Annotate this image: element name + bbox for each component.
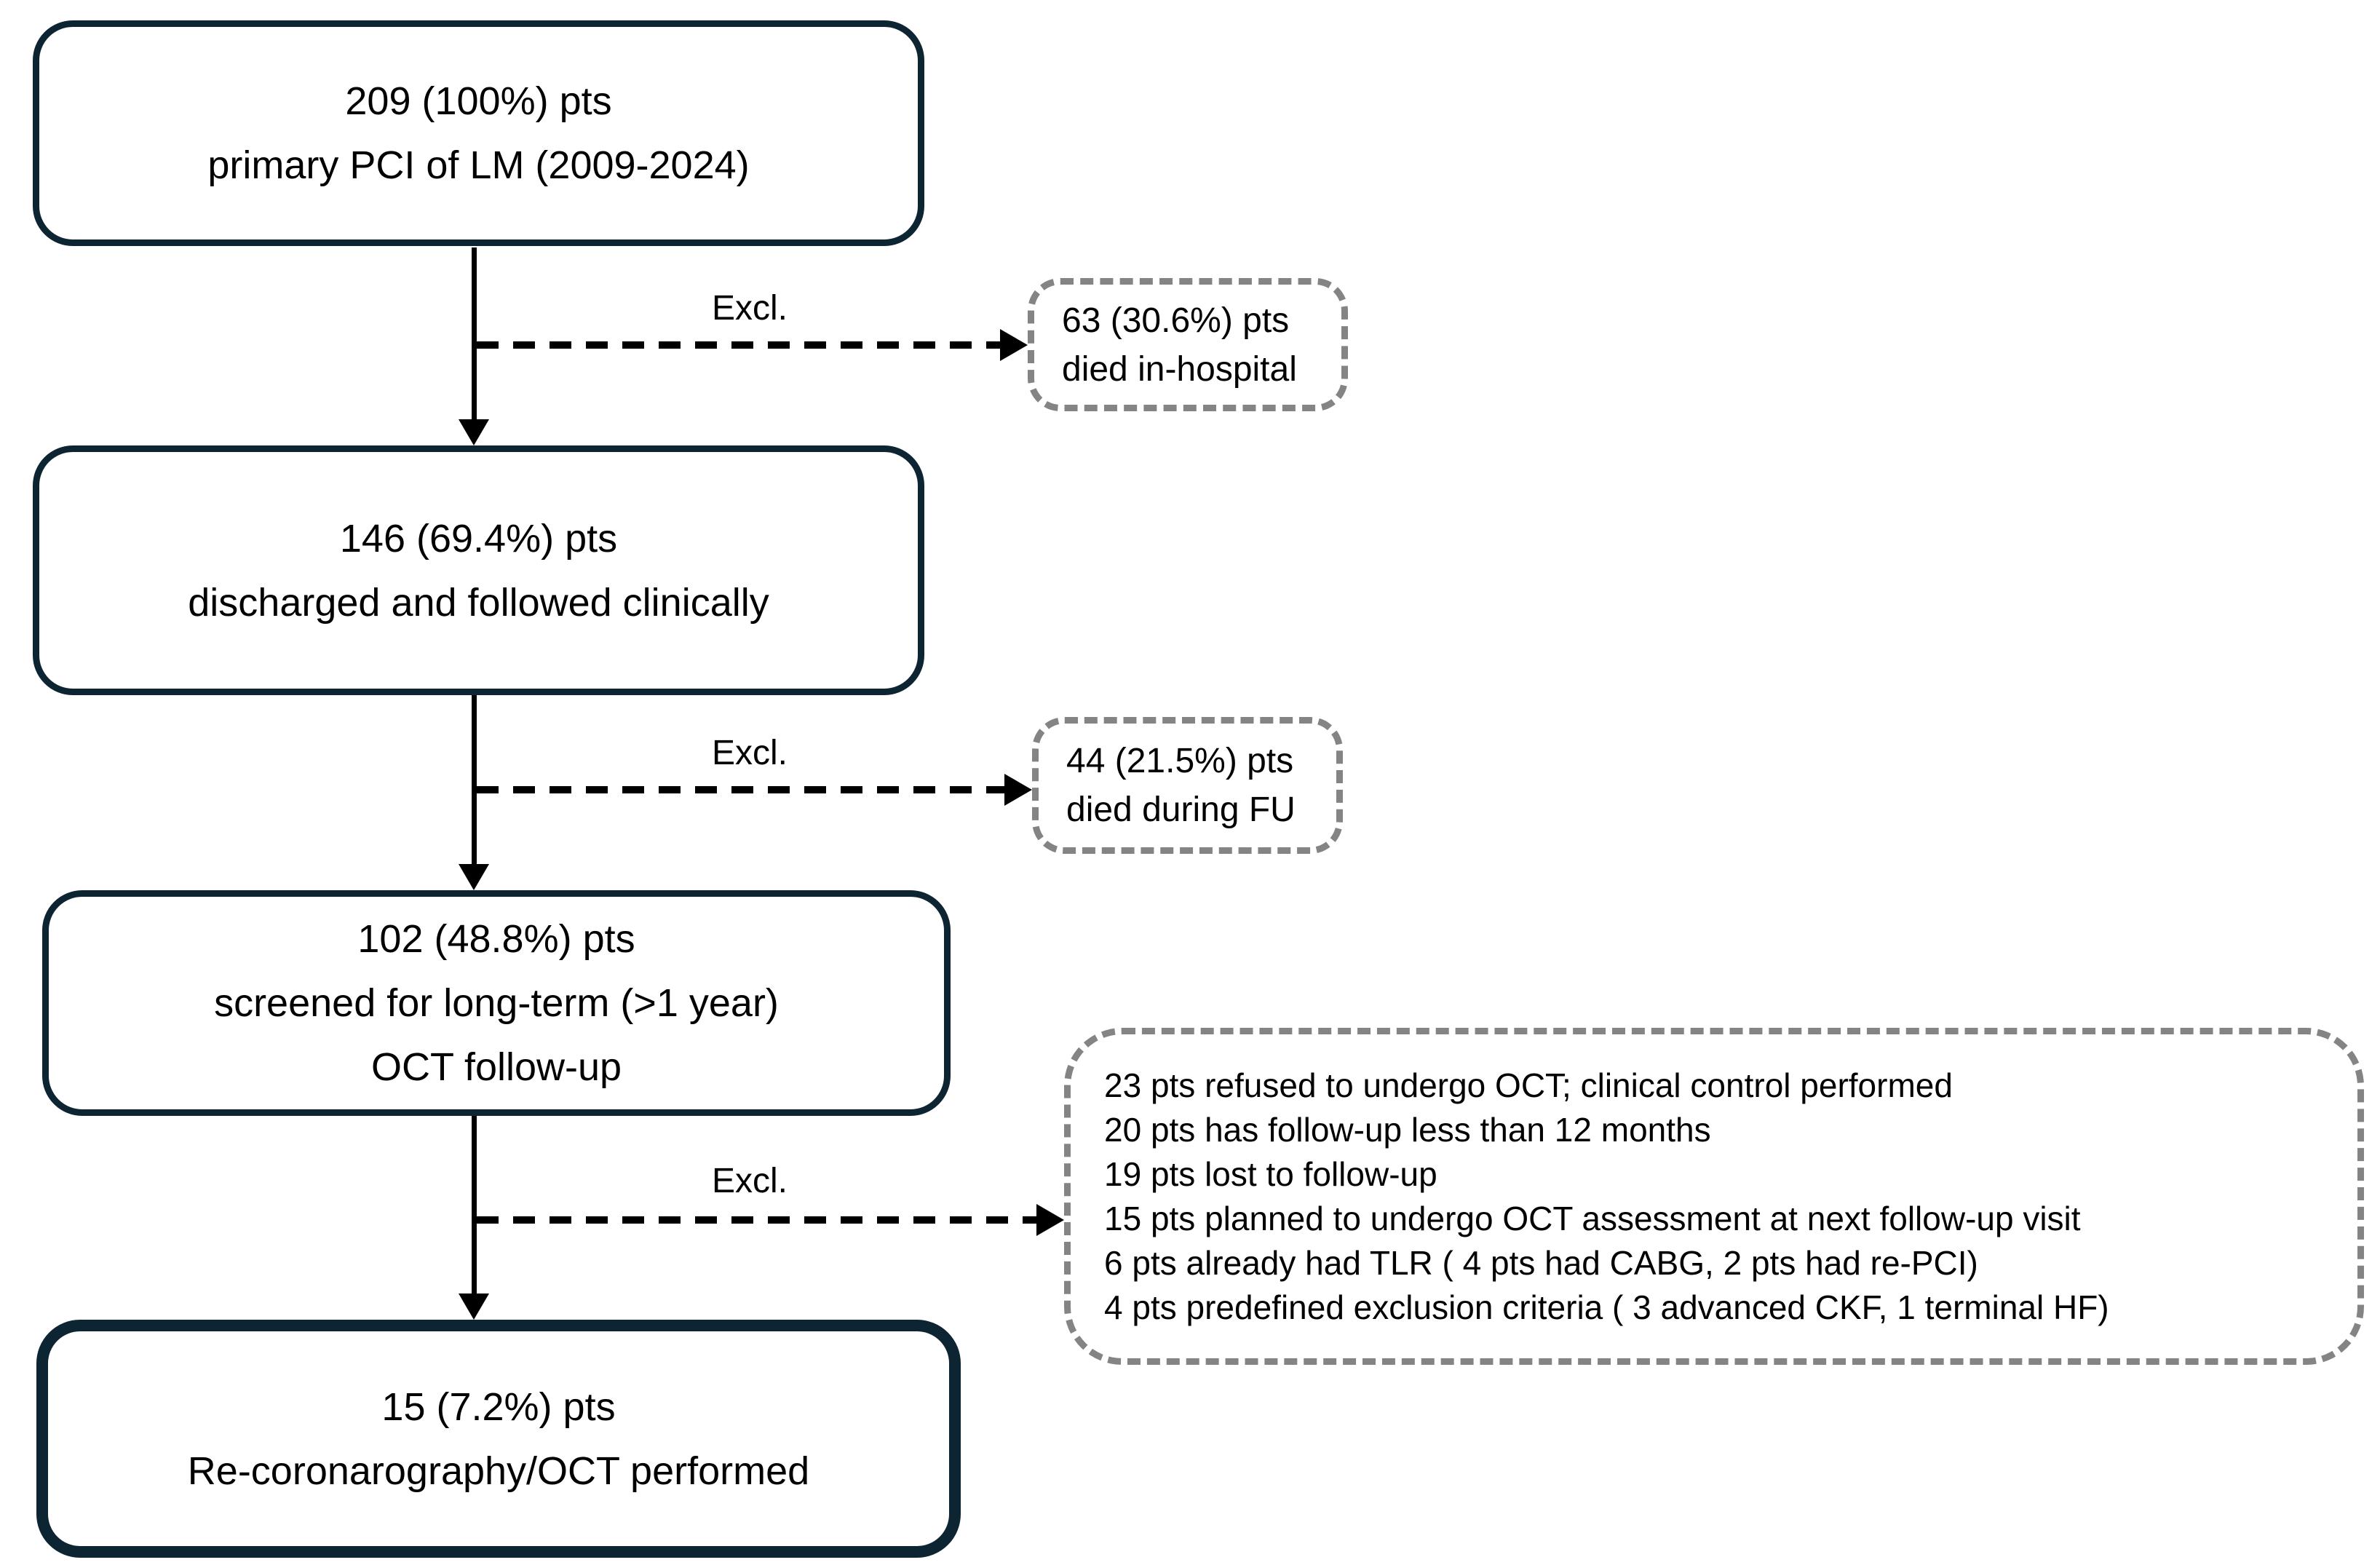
arrow-line [471,247,477,419]
flow-box-primary-pci-desc: primary PCI of LM (2009-2024) [207,143,750,187]
flow-box-oct-performed: 15 (7.2%) pts Re-coronarography/OCT perf… [36,1320,961,1558]
flow-box-screened-count: 102 (48.8%) pts [357,917,635,961]
arrowhead-down-icon [459,864,489,890]
exclusion-arrow-3 [477,1204,1064,1236]
flow-arrow-down-1 [458,247,490,445]
exclusion-count: 44 (21.5%) pts [1066,742,1294,780]
exclusion-reason-6: 4 pts predefined exclusion criteria ( 3 … [1104,1288,2109,1326]
exclusion-reason-5: 6 pts already had TLR ( 4 pts had CABG, … [1104,1243,1978,1282]
flow-box-oct-performed-desc: Re-coronarography/OCT performed [187,1449,810,1493]
dashed-arrow-line [477,786,1004,793]
arrowhead-down-icon [459,1293,489,1320]
flow-box-discharged-count: 146 (69.4%) pts [339,516,618,560]
flow-box-primary-pci-count: 209 (100%) pts [345,79,612,123]
arrowhead-down-icon [459,419,489,445]
flow-box-oct-performed-count: 15 (7.2%) pts [381,1384,616,1429]
flow-box-screened-desc-2: OCT follow-up [370,1045,622,1089]
exclusion-reason-1: 23 pts refused to undergo OCT; clinical … [1104,1066,1953,1104]
exclusion-label-3: Excl. [711,1162,788,1200]
arrowhead-right-icon [1036,1204,1064,1236]
dashed-arrow-line [477,341,1000,349]
exclusion-arrow-2 [477,774,1032,806]
flow-box-discharged: 146 (69.4%) pts discharged and followed … [33,445,924,695]
flow-arrow-down-2 [458,695,490,890]
exclusion-box-oct-reasons: 23 pts refused to undergo OCT; clinical … [1064,1028,2364,1365]
exclusion-box-died-in-hospital: 63 (30.6%) pts died in-hospital [1028,278,1348,411]
exclusion-reason-4: 15 pts planned to undergo OCT assessment… [1104,1199,2081,1237]
exclusion-desc: died in-hospital [1062,349,1297,389]
flow-box-screened-desc-1: screened for long-term (>1 year) [214,981,779,1025]
exclusion-reason-3: 19 pts lost to follow-up [1104,1154,1437,1193]
exclusion-arrow-1 [477,329,1028,361]
exclusion-label-2: Excl. [711,734,788,772]
exclusion-count: 63 (30.6%) pts [1062,301,1290,340]
arrow-line [471,1116,477,1293]
flow-box-screened: 102 (48.8%) pts screened for long-term (… [42,890,951,1116]
exclusion-reason-2: 20 pts has follow-up less than 12 months [1104,1110,1711,1149]
arrow-line [471,695,477,864]
flow-arrow-down-3 [458,1116,490,1320]
exclusion-box-died-during-fu: 44 (21.5%) pts died during FU [1032,717,1343,854]
arrowhead-right-icon [1004,774,1032,806]
dashed-arrow-line [477,1216,1036,1224]
exclusion-label-1: Excl. [711,289,788,328]
arrowhead-right-icon [1000,329,1028,361]
flow-box-primary-pci: 209 (100%) pts primary PCI of LM (2009-2… [33,20,924,246]
flow-box-discharged-desc: discharged and followed clinically [188,580,769,625]
exclusion-desc: died during FU [1066,791,1296,829]
